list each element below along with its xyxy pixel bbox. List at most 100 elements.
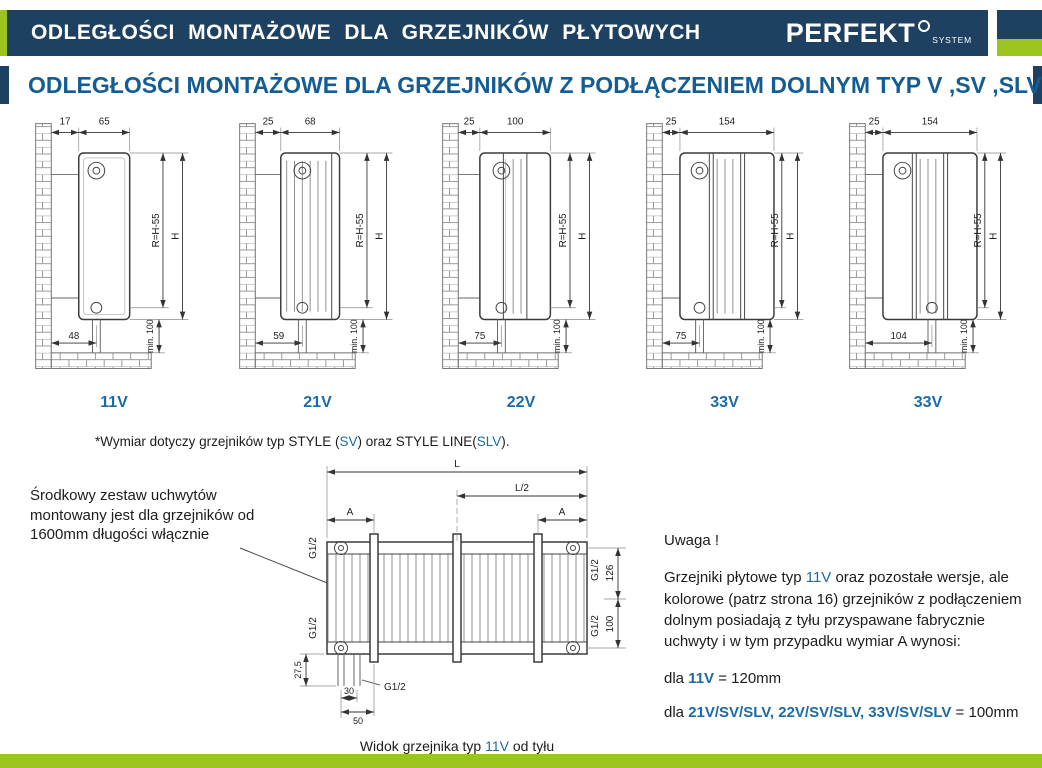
rear-view-figure: L L/2 A A G1/2 G1/2 G1/2 G1/2 126 100 27…: [252, 450, 662, 750]
radiator-side-view-33v-b: 25 154 R=H-55 H 104 min. 100: [849, 117, 1007, 369]
floor: [661, 352, 763, 369]
g-top-right-label: G1/2: [590, 559, 601, 581]
dim-30-label: 30: [344, 686, 354, 696]
header-green-accent: [0, 10, 7, 56]
floor: [50, 352, 152, 369]
wall: [35, 123, 52, 369]
dim-a-right-label: A: [559, 507, 566, 518]
panel-dividers: [708, 153, 745, 320]
rule-text: = 100mm: [951, 703, 1019, 721]
dim-h-label: H: [989, 233, 1000, 240]
dim-h-label: H: [785, 233, 796, 240]
dim-wall-gap-label: 25: [464, 117, 475, 128]
dim-wall-gap-label: 25: [262, 117, 273, 128]
footnote-text: ) oraz STYLE LINE(: [357, 434, 477, 449]
wall: [238, 123, 256, 369]
dim-min-label: min. 100: [959, 319, 969, 353]
radiator-type-label: 21V: [303, 394, 332, 411]
vent-valve-icon: [690, 161, 708, 180]
bracket-left: [369, 533, 379, 663]
dim-r-label: R=H-55: [151, 213, 162, 248]
dim-h-label: H: [578, 233, 589, 240]
dim-depth-label: 154: [922, 117, 939, 128]
center-bracket-note: Środkowy zestaw uchwytów montowany jest …: [30, 487, 255, 543]
rule-text: dla: [664, 670, 689, 688]
paragraph-text: oraz pozostałe wersje, ale kolorowe (pat…: [664, 569, 1022, 651]
radiator-side-view-11v: 17 65 R=H-55 H 48 min. 100: [35, 117, 189, 369]
footnote-text: ).: [501, 434, 510, 449]
radiator-type-label: 11V: [100, 394, 128, 411]
uwaga-title: Uwaga !: [664, 532, 720, 549]
dimension-lines: [661, 127, 803, 354]
diagram-33v-a: 25 154 R=H-55 H 75 min. 100 33V: [627, 106, 823, 412]
rule-type: 21V/SV/SLV, 22V/SV/SLV, 33V/SV/SLV: [688, 703, 952, 721]
convector-fins: [505, 158, 525, 314]
dim-depth-label: 100: [507, 117, 524, 128]
dim-275-label: 27,5: [293, 661, 303, 679]
dim-depth-label: 154: [718, 117, 735, 128]
caption-text: Widok grzejnika typ: [359, 738, 486, 754]
corner-block-navy: [997, 10, 1042, 39]
subheader-tab-left: [0, 66, 9, 104]
corner-block-green: [997, 39, 1042, 56]
footnote-text: *Wymiar dotyczy grzejników typ STYLE (: [95, 434, 340, 449]
bracket-right: [533, 533, 543, 663]
pipes: [91, 319, 101, 353]
dim-min-label: min. 100: [145, 319, 155, 353]
diagram-33v-b: 25 154 R=H-55 H 104 min. 100 33V: [830, 106, 1026, 412]
pipes: [297, 319, 307, 353]
connection-bottom-left: [334, 641, 348, 655]
dim-bottom-label: 59: [273, 331, 284, 342]
dim-min-label: min. 100: [552, 319, 562, 353]
pipes: [497, 319, 506, 353]
vent-valve-icon: [893, 161, 912, 180]
dim-r-label: R=H-55: [355, 213, 366, 248]
bottom-connection-icon: [693, 301, 705, 314]
wall-brackets: [51, 174, 79, 299]
dim-a-rule-other: dla 21V/SV/SLV, 22V/SV/SLV, 33V/SV/SLV =…: [664, 702, 1040, 723]
footer-green-bar: [0, 754, 1042, 768]
dim-wall-gap-label: 25: [869, 117, 880, 128]
pipes: [694, 319, 704, 353]
vent-valve-icon: [293, 161, 311, 180]
connection-top-left: [334, 541, 348, 555]
g-bottom-right-label: G1/2: [590, 615, 601, 637]
g-bottom-label: G1/2: [384, 682, 406, 693]
dimension-lines: [300, 466, 626, 718]
connection-top-right: [566, 541, 580, 555]
rule-text: dla: [664, 703, 689, 721]
radiator-side-view-22v: 25 100 R=H-55 H 75 min. 100: [442, 117, 596, 369]
bottom-connection-icon: [495, 301, 508, 314]
radiator-side-view-33v: 25 154 R=H-55 H 75 min. 100: [645, 117, 803, 369]
dim-a-left-label: A: [347, 507, 354, 518]
page-title: ODLEGŁOŚCI MONTAŻOWE DLA GRZEJNIKÓW PŁYT…: [31, 21, 701, 44]
convector-fins: [714, 158, 739, 314]
dim-bottom-label: 75: [675, 331, 686, 342]
radiator-side-view-21v: 25 68 R=H-55 H 59 min. 100: [238, 117, 392, 369]
brand-subtitle: SYSTEM: [932, 34, 972, 45]
bracket-center: [452, 533, 462, 663]
section-title: ODLEGŁOŚCI MONTAŻOWE DLA GRZEJNIKÓW Z PO…: [28, 72, 1042, 98]
dim-r-label: R=H-55: [769, 213, 780, 248]
dim-bottom-label: 75: [474, 331, 485, 342]
footnote-slv: SLV: [476, 434, 502, 449]
style-footnote: *Wymiar dotyczy grzejników typ STYLE (SV…: [95, 434, 510, 449]
bottom-connection-icon: [90, 301, 103, 314]
wall: [442, 123, 459, 369]
diagram-11v: 17 65 R=H-55 H 48 min. 100 11V: [16, 106, 212, 412]
g-top-left-label: G1/2: [308, 537, 319, 559]
bottom-pipe-stubs: [337, 654, 361, 686]
dimension-lines: [457, 127, 596, 354]
top-header-bar: ODLEGŁOŚCI MONTAŻOWE DLA GRZEJNIKÓW PŁYT…: [7, 10, 988, 56]
mounting-diagrams: 17 65 R=H-55 H 48 min. 100 11V: [16, 106, 1026, 412]
connection-bottom-right: [566, 641, 580, 655]
dim-h-label: H: [374, 233, 385, 240]
wall-brackets: [458, 174, 480, 299]
dim-depth-label: 68: [304, 117, 315, 128]
dim-100-label: 100: [605, 615, 616, 632]
dim-bottom-label: 48: [68, 331, 79, 342]
rule-type: 11V: [688, 670, 715, 688]
caption-type: 11V: [485, 738, 509, 754]
diagram-22v: 25 100 R=H-55 H 75 min. 100 22V: [423, 106, 619, 412]
